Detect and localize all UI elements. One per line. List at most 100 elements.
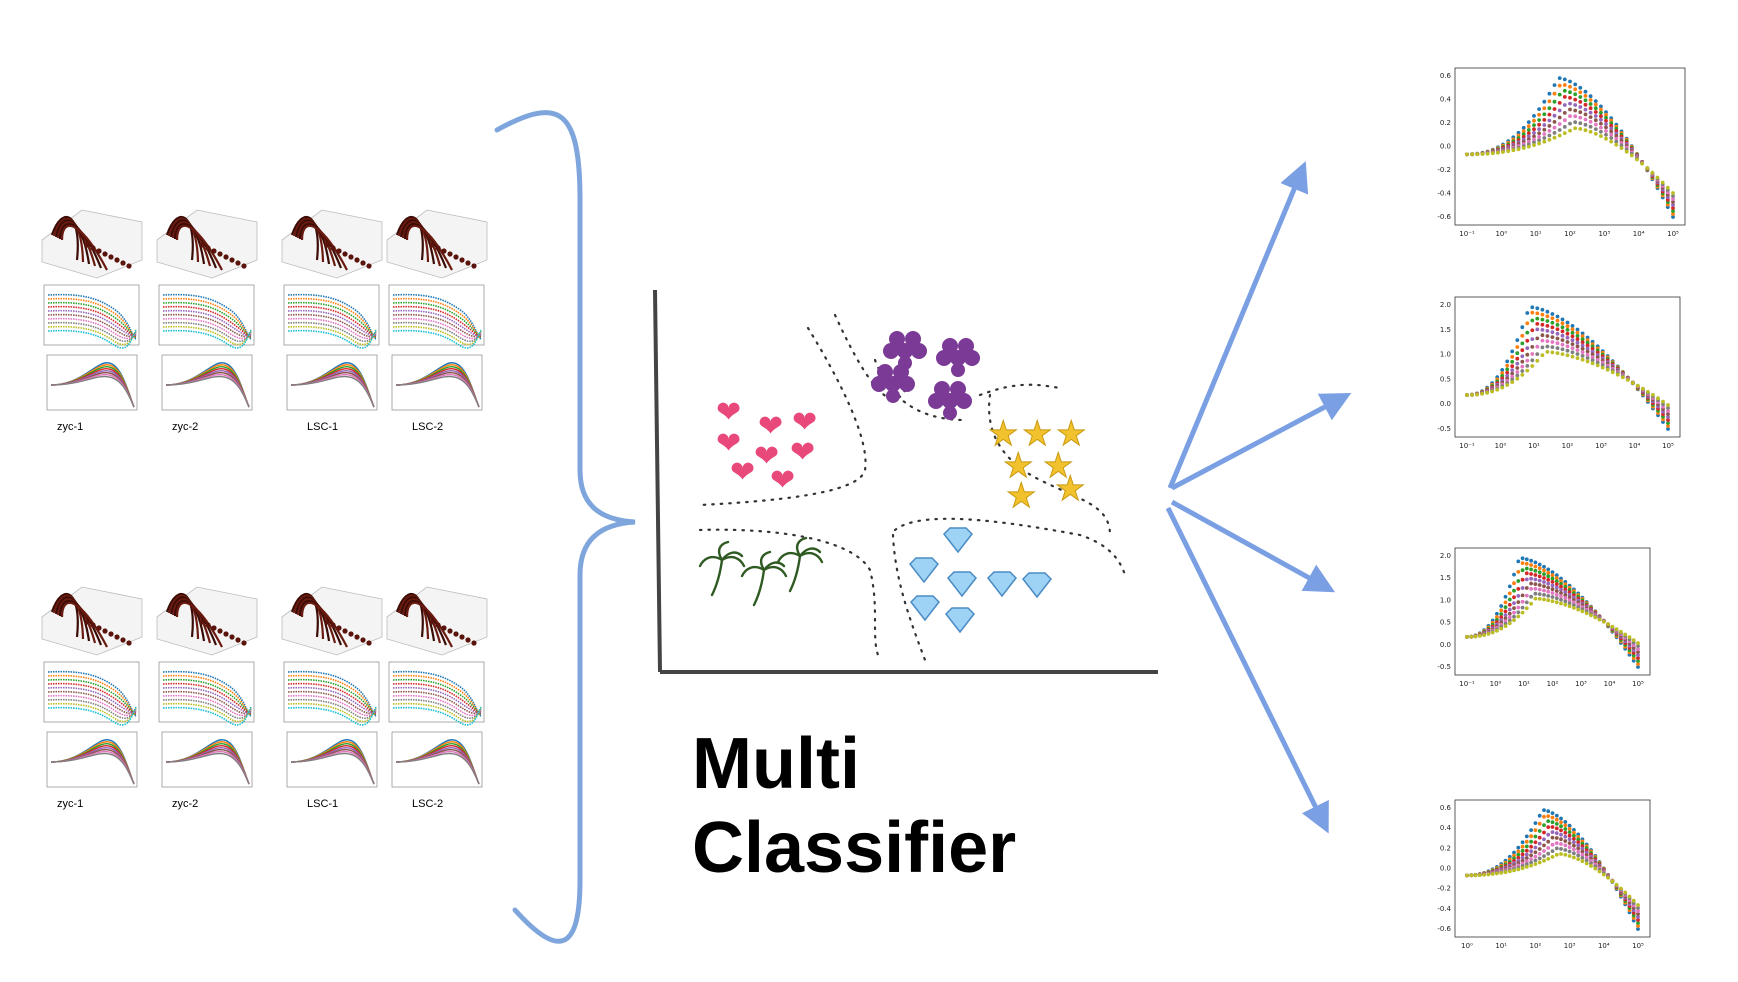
y-tick-label: 1.5 bbox=[1440, 574, 1451, 582]
peak-thumbnail bbox=[286, 354, 378, 411]
y-tick-label: 0.0 bbox=[1440, 641, 1451, 649]
title-line-1: Multi bbox=[692, 724, 860, 804]
svg-text:❤: ❤ bbox=[758, 409, 783, 444]
x-tick-label: 10² bbox=[1547, 680, 1559, 688]
svg-text:❤: ❤ bbox=[716, 426, 741, 461]
peak-thumbnail bbox=[286, 731, 378, 788]
x-tick-label: 10⁵ bbox=[1632, 942, 1644, 950]
plot-frame bbox=[1454, 547, 1651, 676]
svg-text:❤: ❤ bbox=[790, 435, 815, 470]
peak-thumbnail bbox=[161, 731, 253, 788]
svg-text:★: ★ bbox=[1022, 414, 1052, 454]
y-tick-label: -0.4 bbox=[1437, 190, 1451, 198]
x-tick-label: 10⁴ bbox=[1633, 230, 1645, 238]
y-tick-label: 0.5 bbox=[1440, 619, 1451, 627]
y-tick-label: -0.2 bbox=[1437, 885, 1451, 893]
diamonds-cluster bbox=[909, 527, 1052, 634]
y-tick-label: 0.4 bbox=[1440, 96, 1452, 104]
x-tick-label: 10³ bbox=[1598, 230, 1610, 238]
svg-text:★: ★ bbox=[988, 414, 1018, 454]
y-tick-label: -0.4 bbox=[1437, 905, 1451, 913]
y-tick-label: -0.6 bbox=[1437, 925, 1451, 933]
curves-thumbnail bbox=[43, 661, 140, 726]
y-tick-label: 0.0 bbox=[1440, 143, 1451, 151]
x-tick-label: 10⁴ bbox=[1598, 942, 1610, 950]
x-tick-label: 10⁴ bbox=[1604, 680, 1616, 688]
y-tick-label: 2.0 bbox=[1440, 301, 1451, 309]
panel-label: LSC-1 bbox=[307, 798, 338, 810]
curves-thumbnail bbox=[158, 284, 255, 349]
palms-cluster bbox=[698, 536, 824, 607]
y-tick-label: 0.5 bbox=[1440, 375, 1451, 383]
arrow-1 bbox=[1167, 161, 1309, 489]
curves-thumbnail bbox=[283, 284, 380, 349]
y-tick-label: 0.2 bbox=[1440, 844, 1451, 852]
y-tick-label: 0.0 bbox=[1440, 865, 1451, 873]
x-tick-label: 10³ bbox=[1575, 680, 1587, 688]
x-tick-label: 10⁰ bbox=[1495, 442, 1507, 450]
svg-text:❤: ❤ bbox=[730, 455, 755, 490]
svg-text:★: ★ bbox=[1003, 446, 1033, 486]
curves-thumbnail bbox=[388, 284, 485, 349]
x-tick-label: 10² bbox=[1564, 230, 1576, 238]
x-tick-label: 10³ bbox=[1564, 942, 1576, 950]
y-tick-label: 1.5 bbox=[1440, 326, 1451, 334]
curves-thumbnail bbox=[388, 661, 485, 726]
surface-thumbnail bbox=[156, 586, 258, 656]
arrow-3 bbox=[1170, 499, 1336, 593]
peak-thumbnail bbox=[161, 354, 253, 411]
curves-thumbnail bbox=[158, 661, 255, 726]
grapes-cluster bbox=[871, 331, 980, 420]
svg-text:❤: ❤ bbox=[716, 395, 741, 430]
panel-label: zyc-2 bbox=[172, 421, 198, 433]
surface-thumbnail bbox=[281, 209, 383, 279]
stars-cluster: ★ ★ ★ ★ ★ ★ ★ bbox=[988, 414, 1087, 517]
y-axis bbox=[653, 289, 662, 673]
panel-label: LSC-1 bbox=[307, 421, 338, 433]
output-plots: 0.6 0.4 0.2 0.0 -0.2 -0.4 -0.6 10⁻¹ 10⁰ 10¹ 10² 10³… bbox=[1437, 67, 1686, 950]
arrow-2 bbox=[1170, 392, 1352, 491]
plot-frame bbox=[1454, 296, 1681, 438]
output-arrows bbox=[1165, 161, 1352, 834]
peak-thumbnail bbox=[391, 731, 483, 788]
y-tick-label: 1.0 bbox=[1440, 596, 1451, 604]
curves-thumbnail bbox=[283, 661, 380, 726]
x-tick-label: 10⁵ bbox=[1632, 680, 1644, 688]
y-tick-label: 0.6 bbox=[1440, 72, 1452, 80]
surface-thumbnail bbox=[386, 209, 488, 279]
x-tick-label: 10⁵ bbox=[1667, 230, 1679, 238]
svg-text:★: ★ bbox=[1043, 446, 1073, 486]
x-tick-label: 10¹ bbox=[1530, 230, 1542, 238]
svg-text:★: ★ bbox=[1006, 476, 1036, 516]
y-tick-label: 0.2 bbox=[1440, 119, 1451, 127]
panel-label: zyc-1 bbox=[57, 421, 83, 433]
curly-brace bbox=[494, 110, 636, 944]
peak-thumbnail bbox=[46, 731, 138, 788]
svg-text:❤: ❤ bbox=[754, 439, 779, 474]
peak-thumbnail bbox=[46, 354, 138, 411]
x-tick-label: 10⁴ bbox=[1629, 442, 1641, 450]
x-tick-label: 10⁻¹ bbox=[1459, 230, 1475, 238]
y-tick-label: -0.5 bbox=[1437, 663, 1451, 671]
surface-thumbnail bbox=[41, 209, 143, 279]
curves-thumbnail bbox=[43, 284, 140, 349]
svg-text:★: ★ bbox=[1055, 469, 1085, 509]
plot-frame bbox=[1454, 67, 1686, 226]
y-tick-label: 1.0 bbox=[1440, 351, 1451, 359]
x-tick-label: 10¹ bbox=[1495, 942, 1507, 950]
x-tick-label: 10⁻¹ bbox=[1459, 680, 1475, 688]
panel-label: zyc-2 bbox=[172, 798, 198, 810]
x-tick-label: 10² bbox=[1530, 942, 1542, 950]
surface-thumbnail bbox=[156, 209, 258, 279]
hearts-cluster: ❤ ❤ ❤ ❤ ❤ ❤ ❤ ❤ bbox=[716, 395, 817, 498]
y-tick-label: 0.0 bbox=[1440, 400, 1451, 408]
x-tick-label: 10⁰ bbox=[1461, 942, 1473, 950]
svg-text:❤: ❤ bbox=[792, 405, 817, 440]
panel-label: zyc-1 bbox=[57, 798, 83, 810]
